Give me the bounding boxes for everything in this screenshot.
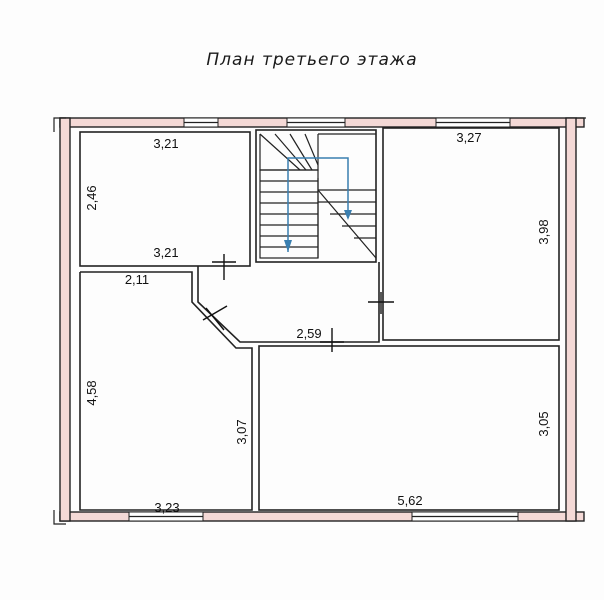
interior-walls: [79, 127, 560, 511]
dim-top-right-width: 3,27: [456, 130, 481, 145]
dim-bottom-left-height: 4,58: [84, 380, 99, 405]
dim-bottom-right-width: 5,62: [397, 493, 422, 508]
outer-walls: [53, 117, 586, 525]
room-top-left: [79, 131, 251, 267]
windows: [128, 117, 519, 522]
dim-top-left-height: 2,46: [84, 185, 99, 210]
dim-top-left-bottom: 3,21: [153, 245, 178, 260]
dim-bottom-left-right: 3,07: [234, 419, 249, 444]
stair-arrow-head-left: [284, 240, 292, 252]
stair-arrow: [287, 157, 349, 252]
dimension-labels: 3,21 2,46 3,21 2,11 2,59 3,27 3,98 4,58 …: [84, 130, 551, 515]
room-bottom-left: [79, 271, 253, 511]
dim-top-left-width: 3,21: [153, 136, 178, 151]
hall: [197, 262, 380, 343]
stair-enclosure: [255, 129, 377, 263]
door-marks: [202, 254, 394, 352]
stair-arrow-head-right: [344, 210, 352, 220]
room-top-right: [382, 127, 560, 341]
dim-bottom-left-width: 3,23: [154, 500, 179, 515]
staircase: [259, 133, 377, 259]
dim-hall-bottom: 2,59: [296, 326, 321, 341]
dim-top-right-height: 3,98: [536, 219, 551, 244]
dim-hall-left: 2,11: [125, 272, 149, 287]
dim-bottom-right-height: 3,05: [536, 411, 551, 436]
room-bottom-right: [258, 345, 560, 511]
plan-title: План третьего этажа: [206, 50, 417, 70]
